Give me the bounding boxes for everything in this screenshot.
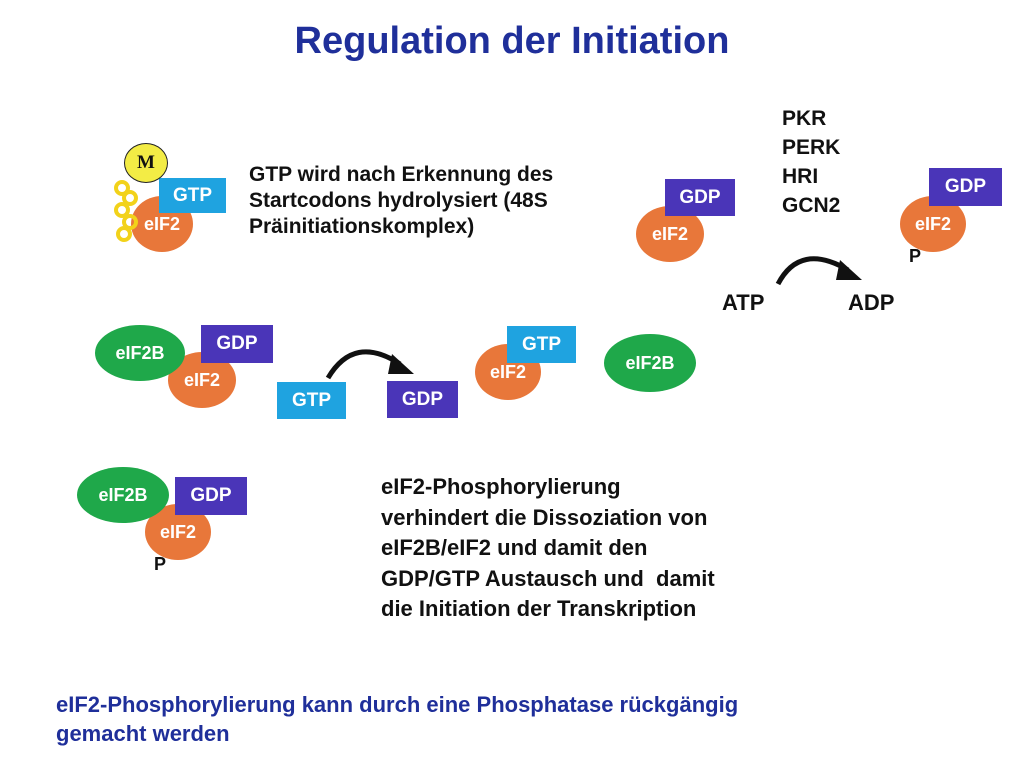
gtp-label: GTP [521, 333, 562, 355]
eif2-label: eIF2 [143, 213, 181, 234]
kinase-item: PKR [782, 107, 827, 130]
phosphate-label: P [154, 554, 167, 574]
eif2-label: eIF2 [651, 223, 689, 244]
gtp-box: GTP [507, 326, 576, 363]
gdp-label: GDP [944, 176, 987, 197]
phosphorylation-text: eIF2-Phosphorylierung verhindert die Dis… [381, 472, 715, 625]
phosphorylation-line: eIF2-Phosphorylierung [381, 474, 621, 499]
hydrolysis-line: Präinitiationskomplex) [249, 215, 475, 238]
eif2b-label: eIF2B [98, 484, 148, 505]
phosphate-label: P [909, 246, 922, 266]
curved-arrow-icon [775, 256, 862, 286]
adp-label: ADP [848, 290, 895, 315]
hydrolysis-line: Startcodons hydrolysiert (48S [249, 189, 548, 212]
gdp-label: GDP [401, 388, 444, 410]
phosphorylation-line: verhindert die Dissoziation von [381, 504, 708, 530]
hydrolysis-line: GTP wird nach Erkennung des [249, 163, 554, 186]
phosphorylation-line: die Initiation der Transkription [381, 596, 697, 621]
gdp-label: GDP [190, 485, 232, 506]
gdp-label: GDP [216, 333, 258, 354]
gtp-box: GTP [159, 178, 226, 213]
kinase-item: HRI [782, 165, 819, 188]
m-cap-icon: M [124, 143, 168, 183]
kinase-item: PERK [782, 136, 841, 159]
curved-arrow-icon [325, 349, 414, 380]
page-title: Regulation der Initiation [294, 20, 730, 62]
phosphatase-line: eIF2-Phosphorylierung kann durch eine Ph… [56, 692, 739, 717]
m-cap-label: M [137, 152, 155, 173]
atp-label: ATP [722, 290, 765, 315]
gdp-label: GDP [679, 186, 721, 208]
gtp-box: GTP [277, 382, 346, 419]
eif2b-oval: eIF2B [77, 467, 169, 523]
mrna-strand-icon [114, 180, 138, 242]
gdp-box: GDP [929, 168, 1002, 206]
eif2-label: eIF2 [489, 361, 527, 382]
gdp-box: GDP [665, 179, 735, 216]
phosphorylation-line: eIF2B/eIF2 und damit den [381, 535, 648, 560]
phosphatase-text: eIF2-Phosphorylierung kann durch eine Ph… [56, 690, 738, 748]
eif2b-oval: eIF2B [95, 325, 185, 381]
hydrolysis-text: GTP wird nach Erkennung des Startcodons … [249, 162, 553, 240]
eif2b-label: eIF2B [625, 352, 675, 373]
gtp-label: GTP [291, 389, 332, 411]
gtp-label: GTP [172, 184, 213, 206]
eif2-label: eIF2 [183, 369, 221, 390]
phosphatase-line: gemacht werden [56, 721, 230, 746]
kinase-list: PKR PERK HRI GCN2 [782, 104, 840, 220]
eif2-label: eIF2 [159, 521, 197, 542]
gdp-box: GDP [175, 477, 247, 515]
gdp-box: GDP [387, 381, 458, 418]
eif2-label: eIF2 [914, 213, 952, 234]
eif2b-label: eIF2B [115, 342, 165, 363]
phosphorylation-line: GDP/GTP Austausch und damit [381, 565, 715, 591]
kinase-item: GCN2 [782, 194, 841, 217]
gdp-box: GDP [201, 325, 273, 363]
eif2b-oval: eIF2B [604, 334, 696, 392]
